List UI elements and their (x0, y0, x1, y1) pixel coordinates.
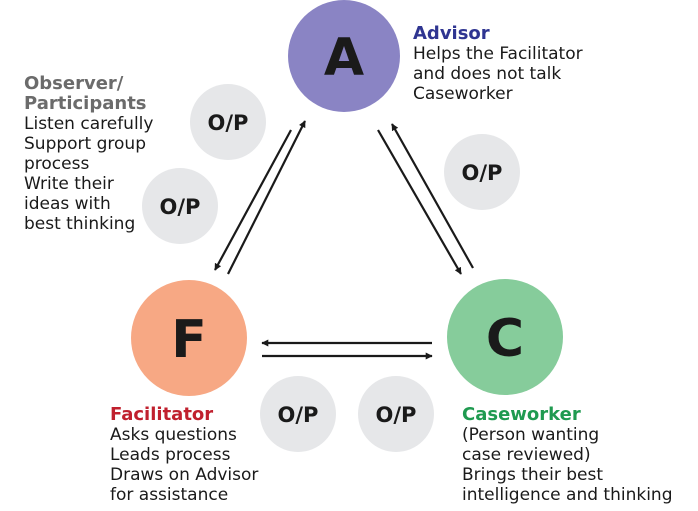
node-advisor: A (288, 0, 400, 112)
observer-line: best thinking (24, 214, 136, 234)
node-facilitator: F (131, 280, 247, 396)
advisor-line: and does not talk (413, 64, 562, 84)
arrow-caseworker-to-advisor (391, 123, 474, 269)
op-circle-bottom-right: O/P (358, 376, 434, 452)
op-circle-right: O/P (444, 134, 520, 210)
op-circle-top-left: O/P (190, 84, 266, 160)
observer-line: Listen carefully (24, 114, 154, 134)
op-label: O/P (208, 111, 249, 135)
op-label: O/P (462, 161, 503, 185)
node-caseworker-letter: C (486, 309, 524, 369)
arrow-advisor-to-caseworker (377, 129, 462, 275)
node-facilitator-letter: F (171, 310, 207, 370)
caseworker-line: case reviewed) (462, 445, 591, 465)
observer-title: Participants (24, 93, 147, 114)
arrow-advisor-to-facilitator (214, 129, 292, 271)
facilitator-line: for assistance (110, 485, 229, 505)
facilitator-description: Facilitator Asks questions Leads process… (110, 404, 259, 506)
caseworker-line: intelligence and thinking (462, 485, 673, 505)
caseworker-line: (Person wanting (462, 425, 600, 445)
observer-title: Observer/ (24, 73, 124, 94)
caseworker-line: Brings their best (462, 465, 603, 485)
op-circle-mid-left: O/P (142, 168, 218, 244)
observer-line: ideas with (24, 194, 111, 214)
arrow-facilitator-to-advisor (227, 120, 306, 275)
facilitator-line: Leads process (110, 445, 231, 465)
node-caseworker: C (447, 279, 563, 395)
op-label: O/P (376, 403, 417, 427)
observer-line: Support group (24, 134, 146, 154)
caseworker-description: Caseworker (Person wanting case reviewed… (462, 404, 673, 506)
facilitator-title: Facilitator (110, 404, 214, 425)
observer-line: process (24, 154, 90, 174)
op-circle-bottom-left: O/P (260, 376, 336, 452)
op-label: O/P (278, 403, 319, 427)
op-label: O/P (160, 195, 201, 219)
advisor-line: Helps the Facilitator (413, 44, 583, 64)
facilitator-line: Draws on Advisor (110, 465, 259, 485)
advisor-title: Advisor (413, 23, 490, 44)
node-advisor-letter: A (324, 28, 364, 88)
observer-line: Write their (24, 174, 114, 194)
facilitator-line: Asks questions (110, 425, 237, 445)
advisor-description: Advisor Helps the Facilitator and does n… (413, 23, 583, 105)
advisor-line: Caseworker (413, 84, 513, 104)
observer-description: Observer/ Participants Listen carefully … (24, 73, 154, 235)
caseworker-title: Caseworker (462, 404, 581, 425)
